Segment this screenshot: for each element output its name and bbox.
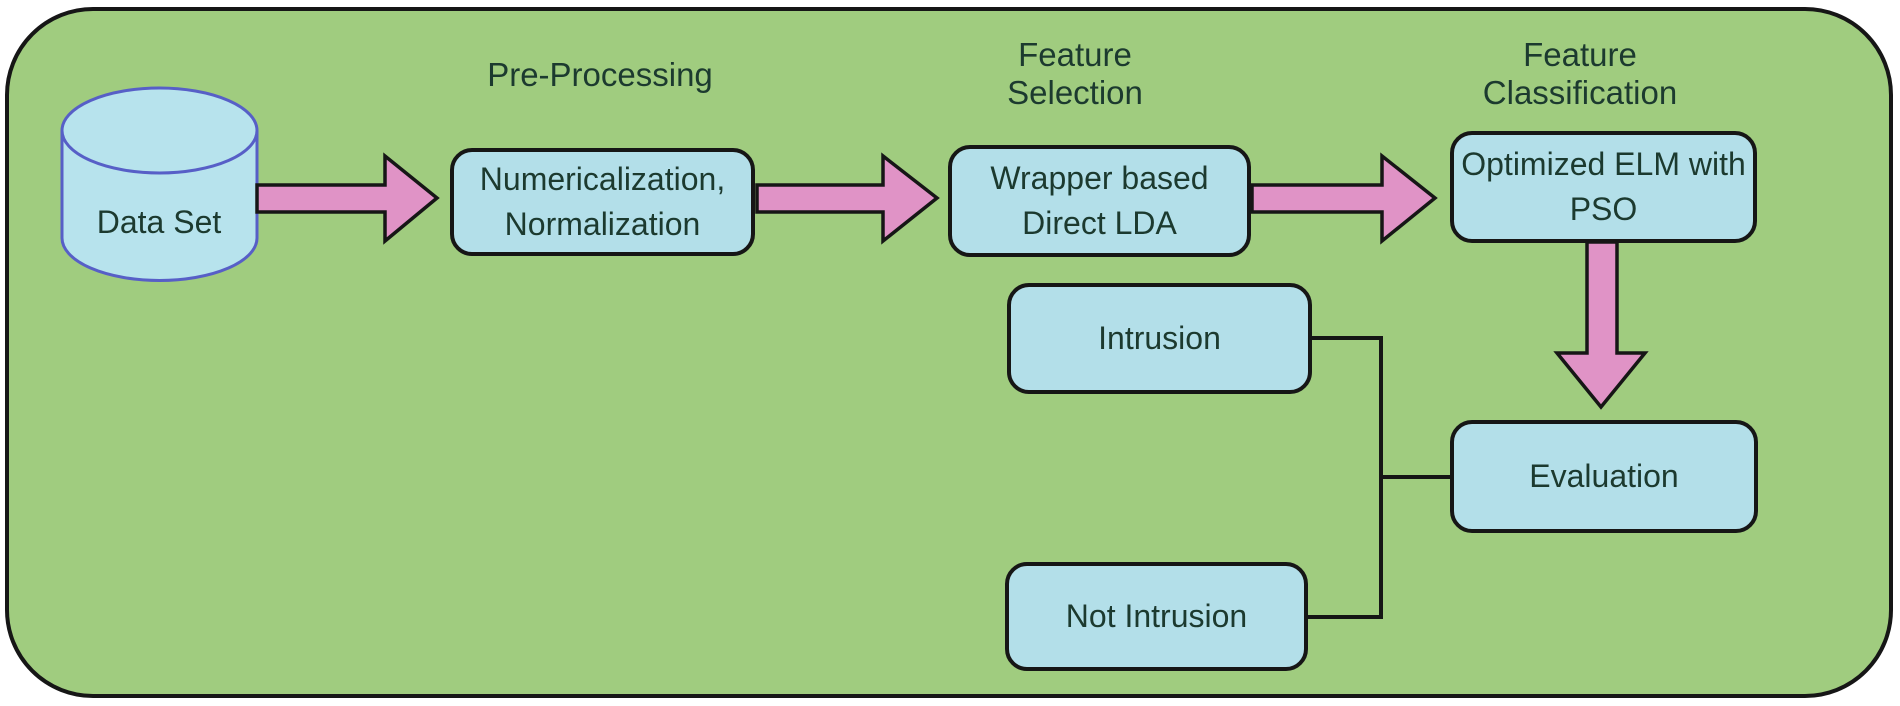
feature-selection-box: Wrapper based Direct LDA (948, 145, 1251, 257)
flow-arrow-selection-to-classification (1250, 152, 1438, 245)
flow-arrow-classification-to-evaluation (1553, 240, 1649, 410)
evaluation-box: Evaluation (1450, 420, 1758, 533)
flow-arrow-dataset-to-preprocessing (255, 152, 440, 245)
dataset-label: Data Set (96, 204, 222, 240)
feature-classification-header: Feature Classification (1482, 36, 1678, 111)
flow-arrow-preprocessing-to-selection (755, 152, 940, 245)
feature-selection-header: Feature Selection (1007, 36, 1143, 111)
intrusion-box: Intrusion (1007, 283, 1312, 394)
preprocessing-box: Numericalization, Normalization (450, 148, 755, 256)
preprocessing-header: Pre-Processing (487, 56, 713, 93)
not-intrusion-box: Not Intrusion (1005, 562, 1308, 671)
dataset-cylinder-top (60, 86, 259, 175)
feature-classification-box: Optimized ELM with PSO (1450, 131, 1757, 243)
result-connector-lines (1308, 336, 1450, 619)
